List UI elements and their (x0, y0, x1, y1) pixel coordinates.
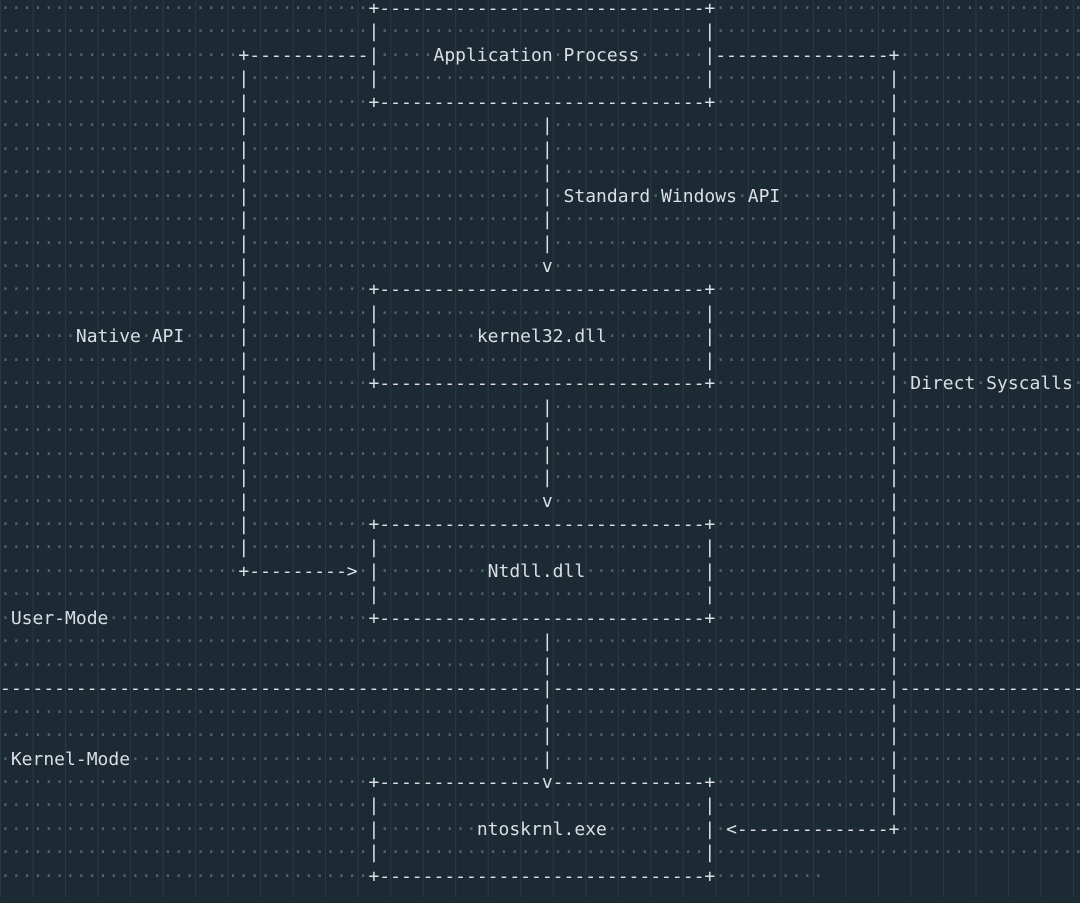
ascii-diagram[interactable]: +------------------------------+ | | +--… (0, 0, 1080, 887)
column-guides (0, 0, 1080, 897)
whitespace-dots: ·································· ·····… (0, 0, 1080, 887)
editor-canvas: { "canvas": { "width": 1080, "height": 9… (0, 0, 1080, 897)
